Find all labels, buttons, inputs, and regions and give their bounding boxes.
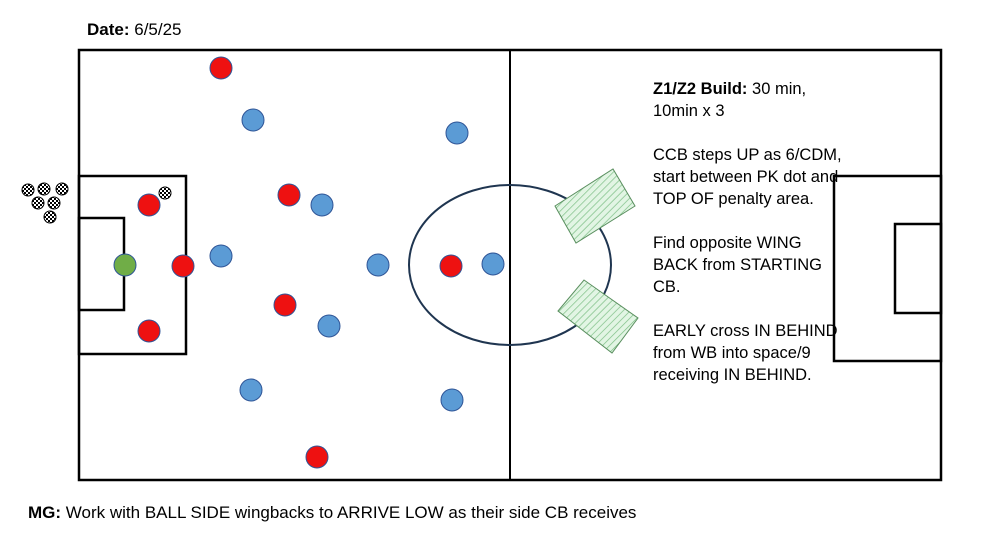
blue-player: [209, 244, 233, 268]
ball-supply: [21, 182, 172, 224]
zone-upper: [554, 168, 636, 244]
ball-icon: [31, 196, 45, 210]
blue-player: [440, 388, 464, 412]
red-team: [137, 56, 463, 469]
red-player: [209, 56, 233, 80]
blue-player: [366, 253, 390, 277]
find-note: Find opposite WING BACK from STARTING CB…: [653, 234, 822, 296]
blue-player: [481, 252, 505, 276]
blue-player: [310, 193, 334, 217]
center-circle: [408, 184, 612, 346]
build-label: Z1/Z2 Build:: [653, 80, 748, 98]
blue-player: [239, 378, 263, 402]
date-value: 6/5/25: [134, 20, 182, 39]
build-note: Z1/Z2 Build: 30 min, 10min x 3: [653, 78, 843, 122]
ball-icon: [47, 196, 61, 210]
build-value: 30 min, 10min x 3: [653, 80, 807, 120]
date: Date: 6/5/25: [87, 20, 182, 40]
blue-team: [209, 108, 505, 412]
red-player: [137, 319, 161, 343]
red-player: [439, 254, 463, 278]
ccb-note: CCB steps UP as 6/CDM, start between PK …: [653, 146, 842, 208]
blue-player: [445, 121, 469, 145]
mg-note: MG: Work with BALL SIDE wingbacks to ARR…: [28, 503, 636, 523]
ball-icon: [55, 182, 69, 196]
date-label: Date:: [87, 20, 130, 39]
mg-label: MG:: [28, 503, 62, 522]
red-player: [277, 183, 301, 207]
ball-icon: [158, 186, 172, 200]
zone-lower: [557, 279, 639, 354]
red-player: [137, 193, 161, 217]
right-goal-area: [893, 222, 943, 315]
red-player: [305, 445, 329, 469]
right-penalty-area: [832, 174, 943, 363]
keeper: [113, 253, 137, 277]
ball-icon: [43, 210, 57, 224]
session-notes: Z1/Z2 Build: 30 min, 10min x 3 CCB steps…: [653, 78, 843, 408]
mg-text: Work with BALL SIDE wingbacks to ARRIVE …: [65, 503, 637, 522]
red-player: [273, 293, 297, 317]
blue-player: [241, 108, 265, 132]
red-player: [171, 254, 195, 278]
ball-icon: [21, 183, 35, 197]
blue-player: [317, 314, 341, 338]
early-note: EARLY cross IN BEHIND from WB into space…: [653, 322, 838, 384]
ball-icon: [37, 182, 51, 196]
